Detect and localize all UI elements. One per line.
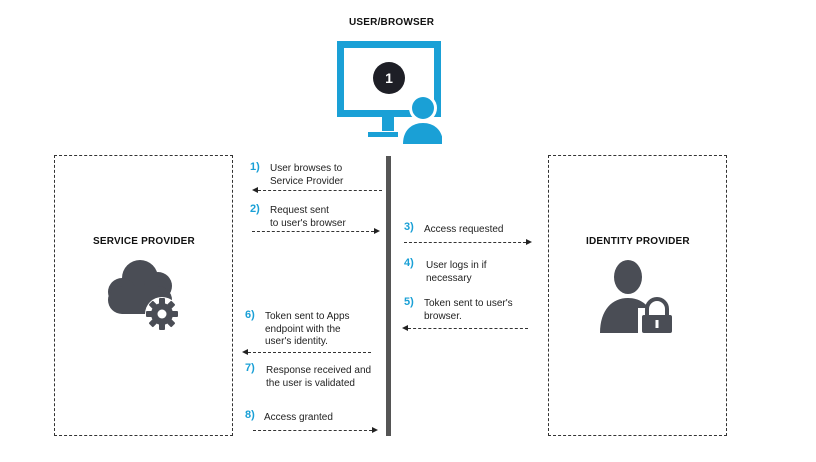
step-1-arrowhead <box>252 187 258 193</box>
step-4-number: 4) <box>404 257 414 269</box>
step-8-arrow <box>253 430 372 431</box>
step-2-arrowhead <box>374 228 380 234</box>
step-5-arrowhead <box>402 325 408 331</box>
step-6-number: 6) <box>245 309 255 321</box>
step-6-arrow <box>248 352 371 353</box>
service-provider-box <box>54 155 233 436</box>
identity-provider-heading: IDENTITY PROVIDER <box>586 236 690 247</box>
step-4-text: User logs in if necessary <box>426 260 487 284</box>
step-8-number: 8) <box>245 409 255 421</box>
identity-provider-box <box>548 155 727 436</box>
step-2-text: Request sent to user's browser <box>270 205 346 229</box>
step-5-arrow <box>408 328 528 329</box>
user-lock-icon <box>598 258 680 336</box>
browser-lifeline <box>386 156 391 436</box>
user-browser-heading: USER/BROWSER <box>349 17 435 28</box>
service-provider-heading: SERVICE PROVIDER <box>93 236 195 247</box>
step-1-arrow <box>258 190 382 191</box>
step-5-text: Token sent to user's browser. <box>424 298 513 322</box>
cloud-gear-icon <box>104 256 184 336</box>
step-1-text: User browses to Service Provider <box>270 163 344 187</box>
step-7-text: Response received and the user is valida… <box>266 365 372 389</box>
step-6-text: Token sent to Apps endpoint with the use… <box>265 311 350 347</box>
step-8-text: Access granted <box>264 412 333 423</box>
step-1-number: 1) <box>250 161 260 173</box>
step-6-arrowhead <box>242 349 248 355</box>
monitor-badge-number: 1 <box>385 70 393 86</box>
step-3-number: 3) <box>404 221 414 233</box>
step-5-number: 5) <box>404 296 414 308</box>
step-2-number: 2) <box>250 203 260 215</box>
monitor-user-icon <box>336 40 446 146</box>
step-7-number: 7) <box>245 362 255 374</box>
step-3-arrow <box>404 242 526 243</box>
step-3-arrowhead <box>526 239 532 245</box>
step-8-arrowhead <box>372 427 378 433</box>
step-2-arrow <box>252 231 374 232</box>
step-3-text: Access requested <box>424 224 504 235</box>
